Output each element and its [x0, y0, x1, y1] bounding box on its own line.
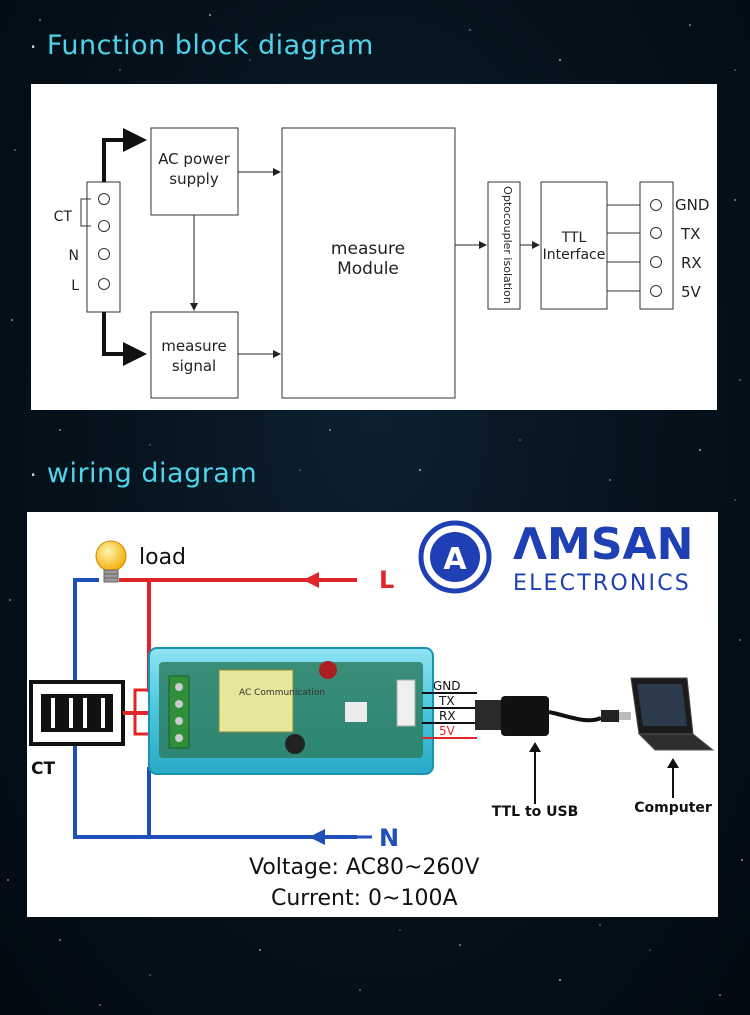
arrow-up-icon [529, 742, 541, 752]
ac-power-label-1: AC power [158, 150, 230, 168]
wire-gnd-label: GND [433, 679, 461, 693]
ttl-usb-adapter [475, 696, 631, 736]
wiring-diagram: load L N CT AC Communicatio [29, 519, 715, 911]
current-spec: Current: 0~100A [271, 886, 458, 911]
bullet-dot: · [30, 35, 37, 59]
measure-signal-label-1: measure [161, 337, 226, 355]
output-terminal-block [639, 181, 674, 310]
pzem-module: AC Communication [148, 647, 434, 775]
pin-5v-label: 5V [681, 283, 702, 301]
wire-rx-label: RX [439, 709, 456, 723]
computer-label: Computer [634, 800, 712, 816]
ac-power-label-2: supply [169, 170, 219, 188]
ttl-usb-label: TTL to USB [492, 804, 579, 820]
arrow-up-icon [667, 758, 679, 768]
wire-5v-label: 5V [439, 724, 456, 738]
ct-leads [133, 688, 149, 736]
pin-tx-label: TX [680, 225, 700, 243]
module-text: AC Communication [239, 688, 325, 698]
ct-label: CT [31, 759, 55, 779]
optocoupler-label: Optocoupler isolation [501, 186, 514, 304]
live-l-label: L [379, 566, 394, 594]
ttl-label-1: TTL [561, 230, 587, 246]
terminal-l-label: L [71, 278, 79, 294]
light-bulb-icon [95, 540, 127, 583]
wiring-diagram-panel: load L N CT AC Communicatio [27, 512, 718, 917]
brand-name: ΛMSAN [513, 519, 693, 570]
measure-signal-box [150, 311, 239, 399]
load-label: load [139, 545, 186, 570]
neutral-n-label: N [379, 824, 399, 852]
section-title-text: wiring diagram [46, 458, 258, 489]
live-arrow-icon [303, 572, 319, 588]
module-label-1: measure [331, 239, 405, 259]
current-transformer [29, 680, 149, 746]
bullet-dot: · [30, 463, 37, 487]
brand-logo: A ΛMSAN ELECTRONICS [418, 519, 693, 596]
measure-signal-label-2: signal [172, 357, 216, 375]
function-block-diagram-panel: AC power supply measure signal measure M… [31, 84, 717, 410]
section-title-wiring: · wiring diagram [30, 458, 257, 489]
function-block-diagram: AC power supply measure signal measure M… [54, 127, 709, 399]
brand-subtitle: ELECTRONICS [513, 571, 691, 596]
signal-wires [422, 692, 477, 739]
wire-tx-label: TX [438, 694, 455, 708]
pin-rx-label: RX [681, 254, 702, 272]
voltage-spec: Voltage: AC80~260V [249, 855, 479, 880]
ttl-label-2: Interface [543, 247, 606, 263]
laptop-computer-icon [630, 677, 715, 751]
input-terminal-block [86, 181, 121, 313]
ttl-interface-box [540, 181, 608, 310]
brand-letter: A [443, 542, 467, 577]
module-label-2: Module [337, 259, 399, 279]
terminal-ct-label: CT [54, 209, 73, 225]
terminal-n-label: N [69, 248, 79, 264]
measure-module-box [281, 127, 456, 399]
section-title-text: Function block diagram [46, 30, 374, 61]
pin-gnd-label: GND [675, 196, 709, 214]
section-title-function-block: · Function block diagram [30, 30, 374, 61]
